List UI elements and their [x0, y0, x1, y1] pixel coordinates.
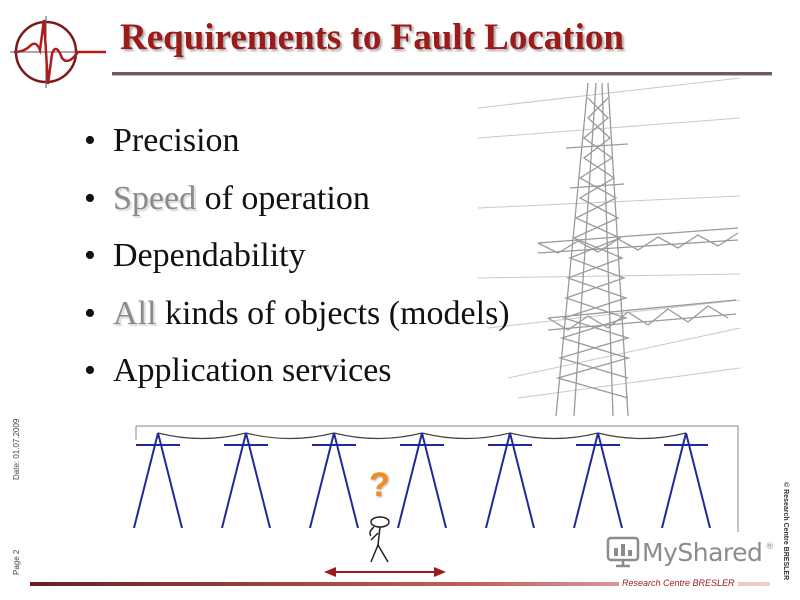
side-page-number: Page 2 — [12, 549, 21, 575]
myshared-watermark: MyShared ® — [606, 536, 774, 568]
tower-symbol — [485, 432, 535, 529]
slide-title: Requirements to Fault Location — [120, 17, 624, 58]
bullet-item: •Dependability — [84, 237, 306, 274]
bullet-item: •All kinds of objects (models) — [84, 294, 510, 332]
question-mark: ? — [369, 466, 390, 504]
bullet-highlight: Speed — [113, 179, 197, 217]
bullet-list: •Precision •Speed of operation •Dependab… — [84, 112, 510, 400]
bullet-item: •Speed of operation — [84, 179, 370, 217]
watermark-text: MyShared — [642, 537, 763, 567]
tower-symbol — [573, 432, 623, 529]
tower-symbol — [221, 432, 271, 529]
bresler-logo-icon — [10, 16, 106, 88]
tower-symbol — [309, 432, 359, 529]
double-arrow — [324, 567, 446, 577]
tower-symbol — [133, 432, 183, 529]
bullet-highlight: All — [113, 294, 157, 332]
footer-text: Research Centre BRESLER — [619, 578, 738, 588]
watermark-registered: ® — [765, 542, 775, 552]
bullet-item: •Application services — [84, 352, 392, 389]
tower-symbol — [397, 432, 447, 529]
side-date: Date: 01.07.2009 — [12, 418, 21, 480]
side-copyright: © Research Centre BRESLER — [782, 482, 789, 581]
bullet-item: •Precision — [84, 122, 240, 159]
title-underline — [112, 72, 772, 75]
transmission-tower-image — [478, 78, 740, 416]
title-underline-shadow — [112, 75, 772, 76]
stick-figure-icon — [369, 516, 390, 563]
footer-rule — [30, 582, 770, 586]
myshared-logo-icon — [606, 536, 640, 568]
tower-symbol — [661, 432, 711, 529]
